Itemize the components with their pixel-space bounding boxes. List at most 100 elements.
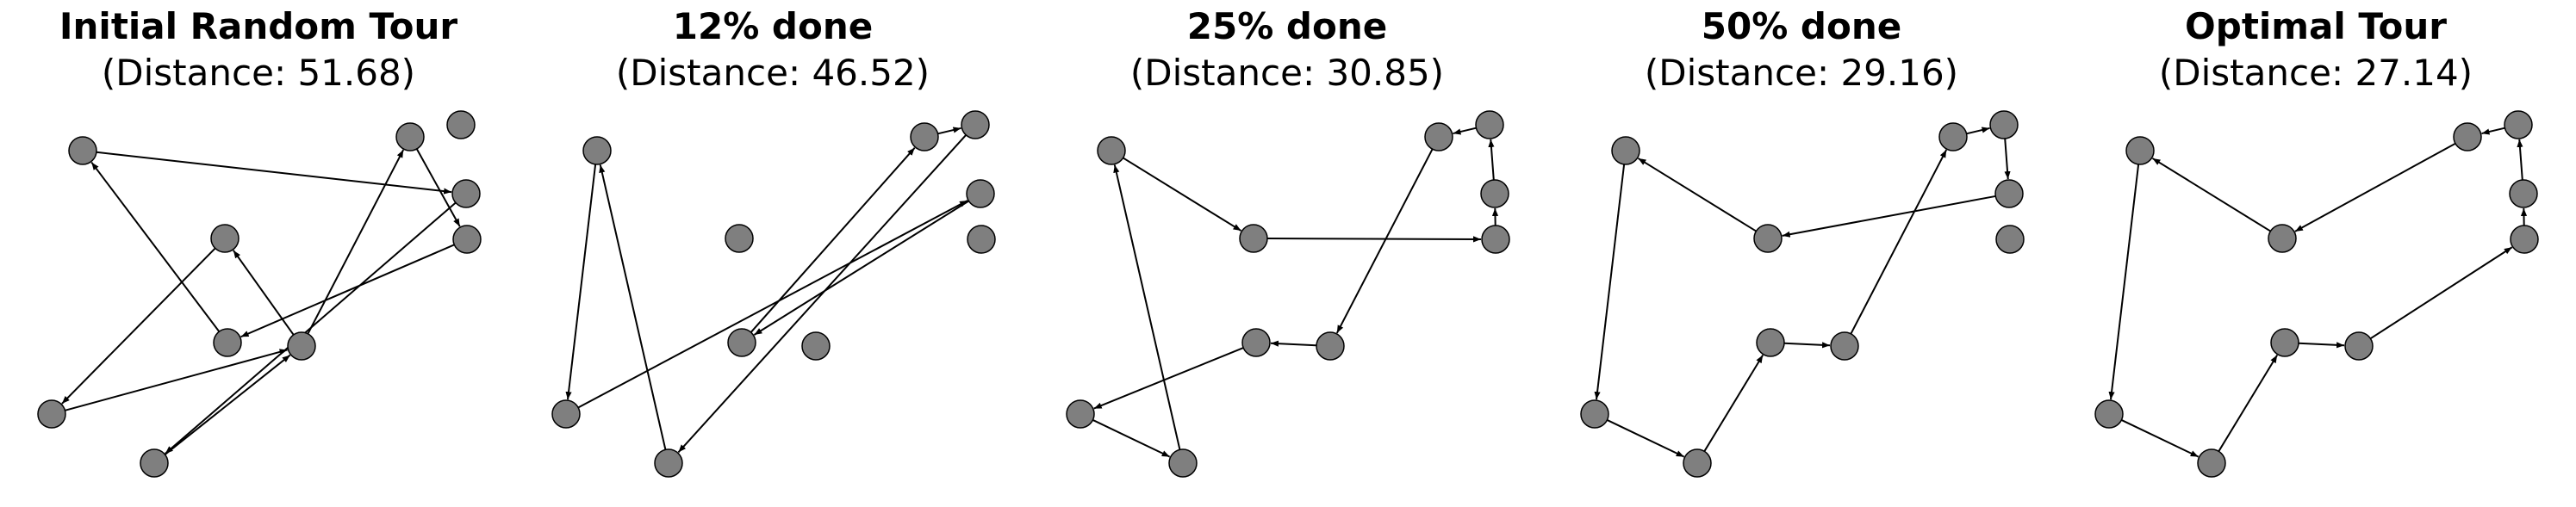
city-nodes <box>37 110 482 478</box>
tour-edge <box>65 349 288 411</box>
city-node <box>1611 136 1640 165</box>
tour-edge <box>1270 340 1317 347</box>
tour-edge <box>1637 158 1757 232</box>
tour-edge <box>165 201 457 454</box>
tour-edge <box>2218 355 2279 452</box>
city-node <box>966 179 995 208</box>
tour-edge <box>753 200 969 336</box>
tour-edge <box>1783 342 1831 349</box>
tour-edge <box>2004 138 2011 180</box>
panel-subtitle: (Distance: 27.14) <box>2158 52 2473 94</box>
city-node <box>1481 225 1510 254</box>
panel-title: Optimal Tour <box>2185 5 2447 47</box>
city-node <box>2094 399 2124 429</box>
panel-subtitle: (Distance: 51.68) <box>101 52 416 94</box>
tour-edge <box>1782 195 1996 238</box>
tour-edge <box>2481 127 2505 135</box>
tour-edges <box>1092 127 1499 458</box>
city-node <box>1475 110 1504 139</box>
city-node <box>551 399 581 429</box>
tour-edge <box>164 354 291 455</box>
tour-edge <box>307 149 405 335</box>
tour-graph-panel-1 <box>551 110 996 478</box>
city-node <box>1753 224 1783 253</box>
tour-edge <box>1123 157 1242 232</box>
tour-edge <box>2151 158 2271 232</box>
city-node <box>2125 136 2155 165</box>
panel-title: Initial Random Tour <box>59 5 458 47</box>
tour-edge <box>240 244 455 338</box>
city-node <box>1683 448 1712 478</box>
tour-edge <box>750 147 916 333</box>
city-node <box>727 328 756 357</box>
tour-edge <box>577 200 968 409</box>
tour-edge <box>90 161 221 332</box>
tour-edge <box>2517 139 2523 181</box>
panel-subtitle: (Distance: 29.16) <box>1644 52 1959 94</box>
city-node <box>140 448 169 478</box>
city-node <box>1994 179 2024 208</box>
tour-edges <box>2108 127 2528 458</box>
tour-edge <box>1092 419 1171 458</box>
city-node <box>452 225 482 254</box>
city-node <box>446 110 476 139</box>
city-node <box>68 136 97 165</box>
city-node <box>2453 122 2482 151</box>
tour-edge <box>1335 148 1434 334</box>
city-node <box>2504 110 2533 139</box>
city-node <box>213 328 242 357</box>
city-nodes <box>1066 110 1510 478</box>
panel-subtitle: (Distance: 30.85) <box>1129 52 1445 94</box>
tour-edge <box>96 151 452 195</box>
tour-edge <box>1453 127 1477 135</box>
tour-edge <box>2120 419 2200 458</box>
city-node <box>2268 224 2297 253</box>
tour-edges <box>61 148 461 455</box>
tour-edge <box>1266 236 1482 243</box>
panel-initial-random-tour: Initial Random Tour (Distance: 51.68) <box>0 0 517 507</box>
tour-edge <box>233 250 295 336</box>
city-node <box>1580 399 1609 429</box>
tour-edge <box>599 164 667 450</box>
tour-edge <box>2369 246 2513 340</box>
city-node <box>1995 225 2025 254</box>
city-node <box>1097 136 1126 165</box>
tour-edge <box>1966 127 1990 135</box>
tour-graph-panel-0 <box>37 110 482 478</box>
panel-title: 12% done <box>672 5 874 47</box>
tour-graph-panel-4 <box>2094 110 2539 478</box>
city-node <box>451 179 481 208</box>
city-node <box>961 110 990 139</box>
city-node <box>1316 331 1345 361</box>
city-node <box>654 448 683 478</box>
tour-edge <box>937 127 961 135</box>
panel-title: 25% done <box>1186 5 1388 47</box>
panel-optimal-tour: Optimal Tour (Distance: 27.14) <box>2057 0 2574 507</box>
city-node <box>967 225 996 254</box>
tour-graph-panel-2 <box>1066 110 1510 478</box>
tour-edge <box>1703 355 1764 452</box>
tour-edge <box>61 247 216 405</box>
city-node <box>1066 399 1095 429</box>
tour-edge <box>1488 139 1495 181</box>
panel-subtitle: (Distance: 46.52) <box>615 52 930 94</box>
city-node <box>210 224 240 253</box>
tour-edge <box>1594 164 1626 400</box>
panel-title: 50% done <box>1701 5 1902 47</box>
city-node <box>801 331 831 361</box>
tour-graph-panel-3 <box>1580 110 2025 478</box>
city-node <box>582 136 612 165</box>
panel-12-percent-done: 12% done (Distance: 46.52) <box>514 0 1031 507</box>
tour-edge <box>2298 342 2345 349</box>
city-node <box>2270 328 2299 357</box>
city-node <box>287 331 316 361</box>
tour-edge <box>1093 347 1244 410</box>
city-nodes <box>1580 110 2025 478</box>
city-node <box>725 224 754 253</box>
city-node <box>1756 328 1785 357</box>
tour-edge <box>565 164 597 400</box>
tour-edge <box>2294 142 2456 232</box>
city-nodes <box>2094 110 2539 478</box>
city-node <box>2197 448 2226 478</box>
